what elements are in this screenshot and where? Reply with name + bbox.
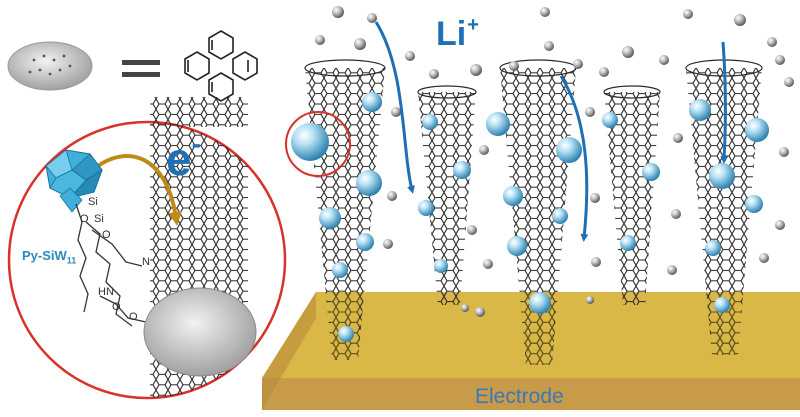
- polyoxometalate-cluster-icon: [45, 149, 103, 213]
- chem-label-hn: HN: [98, 286, 114, 298]
- chem-label-o-4: O: [129, 311, 138, 323]
- lithium-ions: [315, 6, 794, 317]
- chem-label-o-3: O: [112, 301, 121, 313]
- chem-label-si-2: Si: [94, 213, 104, 225]
- nanotube-3: [499, 59, 577, 365]
- ion-arrows: [374, 21, 729, 242]
- blue-spheres: [291, 92, 769, 342]
- chem-label-n: N: [142, 256, 150, 268]
- equals-sign: [122, 60, 160, 65]
- molecule-label: Py-SiW11: [22, 248, 77, 266]
- electrode-label: Electrode: [475, 385, 564, 408]
- pyrene-anchor: [143, 287, 257, 377]
- pyrene-structure-icon: [184, 30, 258, 102]
- magnify-circle: [285, 111, 351, 177]
- nanotube-4: [603, 85, 661, 305]
- lithium-ion-label: Li+: [436, 14, 479, 53]
- chem-label-o-1: O: [80, 213, 89, 225]
- inset-view: [7, 97, 287, 400]
- chem-label-si-1: Si: [88, 196, 98, 208]
- legend-row: [7, 30, 258, 102]
- electron-label: e-: [166, 128, 201, 185]
- linker-chains: [75, 203, 147, 327]
- chem-label-o-2: O: [102, 229, 111, 241]
- nanotube-2: [417, 85, 477, 305]
- graphene-flake-icon: [7, 41, 93, 91]
